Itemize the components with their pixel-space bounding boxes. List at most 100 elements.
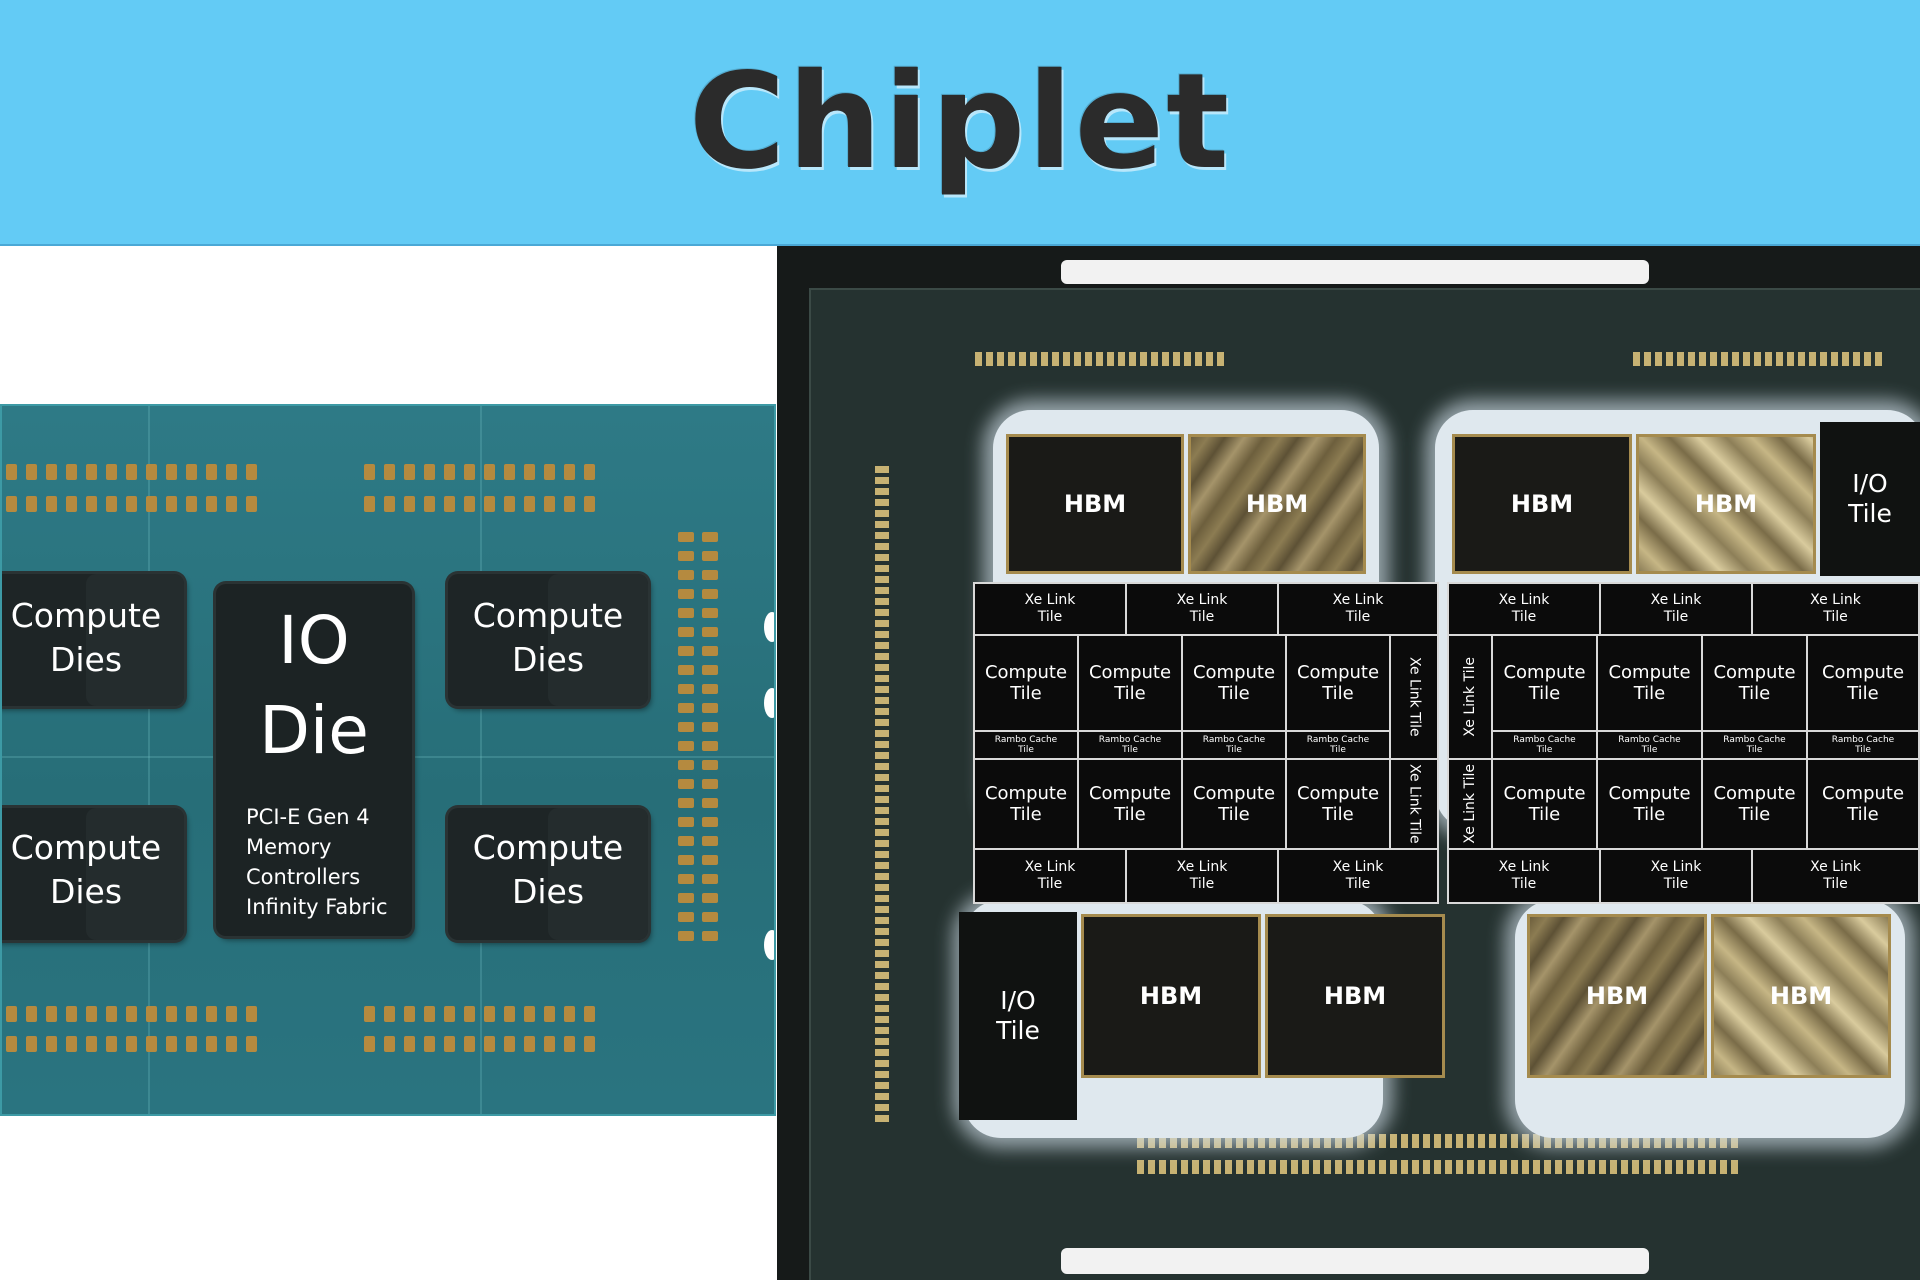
io-die-feature: PCI-E Gen 4 — [246, 805, 370, 829]
io-die-title: Die — [259, 692, 369, 769]
hbm-stack: HBM — [1711, 914, 1891, 1078]
contact-pads — [975, 352, 1224, 366]
package-slot — [1061, 1248, 1649, 1274]
compute-die-label: Compute — [10, 596, 162, 635]
trace-line — [148, 406, 150, 1114]
compute-die-label: Compute — [472, 596, 624, 635]
compute-die-label: Compute — [10, 828, 162, 867]
io-die: IO Die PCI-E Gen 4 Memory Controllers In… — [216, 584, 412, 936]
xe-link-tile-vertical: Xe Link Tile — [1449, 636, 1491, 758]
contact-pads — [364, 1036, 595, 1052]
io-tile-label: I/O — [1000, 986, 1036, 1015]
compute-die: Compute Dies — [448, 808, 648, 940]
xe-link-tile-vertical: Xe Link Tile — [1391, 636, 1437, 758]
contact-pads — [1633, 352, 1882, 366]
package-notch — [764, 688, 774, 718]
contact-pads — [1137, 1160, 1738, 1174]
contact-pads — [702, 532, 718, 941]
page-title: Chiplet — [688, 45, 1232, 199]
hbm-stack: HBM — [1636, 434, 1816, 574]
compute-die-label: Dies — [511, 640, 585, 679]
compute-die: Compute Dies — [448, 574, 648, 706]
io-die-title: IO — [278, 602, 350, 679]
io-tile: I/O Tile — [959, 912, 1077, 1120]
io-tile-label: I/O — [1852, 469, 1888, 498]
contact-pads — [364, 464, 595, 480]
contact-pads — [364, 496, 595, 512]
io-tile-label: Tile — [996, 1016, 1040, 1045]
contact-pads — [6, 464, 257, 480]
package-slot — [1061, 260, 1649, 284]
contact-pads — [6, 1036, 257, 1052]
io-die-feature: Memory — [246, 835, 332, 859]
xe-link-tile-vertical: Xe Link Tile — [1449, 760, 1491, 848]
compute-die: Compute Dies — [2, 574, 184, 706]
compute-die-label: Compute — [472, 828, 624, 867]
amd-package-image: Compute Dies Compute Dies Compute Dies C… — [0, 404, 776, 1116]
compute-die-label: Dies — [49, 640, 123, 679]
hbm-stack: HBM — [1188, 434, 1366, 574]
contact-pads — [6, 1006, 257, 1022]
hbm-stack: HBM — [1452, 434, 1632, 574]
io-tile-label: Tile — [1848, 499, 1892, 528]
io-die-feature: Infinity Fabric — [246, 895, 388, 919]
trace-line — [480, 406, 482, 1114]
hbm-stack: HBM — [1006, 434, 1184, 574]
package-notch — [764, 612, 774, 642]
contact-pads — [364, 1006, 595, 1022]
hbm-stack: HBM — [1081, 914, 1261, 1078]
package-notch — [764, 930, 774, 960]
io-die-feature: Controllers — [246, 865, 361, 889]
compute-die-label: Dies — [511, 872, 585, 911]
hbm-stack: HBM — [1527, 914, 1707, 1078]
compute-die: Compute Dies — [2, 808, 184, 940]
compute-die-label: Dies — [49, 872, 123, 911]
intel-package-image: HBM HBM HBM HBM I/O Tile I/O Tile HBM HB… — [777, 246, 1920, 1280]
io-tile: I/O Tile — [1820, 422, 1920, 576]
hbm-stack: HBM — [1265, 914, 1445, 1078]
title-banner: Chiplet — [0, 0, 1920, 246]
contact-pads — [875, 466, 889, 1122]
contact-pads — [1137, 1134, 1738, 1148]
contact-pads — [6, 496, 257, 512]
contact-pads — [678, 532, 694, 941]
